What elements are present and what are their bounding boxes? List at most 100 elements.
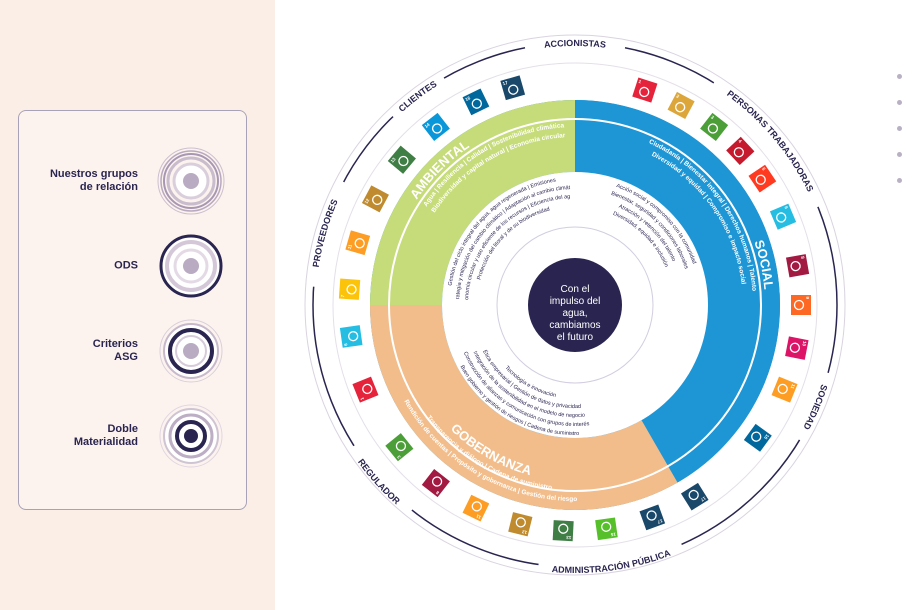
pagination-dots bbox=[897, 74, 902, 204]
svg-text:8: 8 bbox=[800, 256, 805, 260]
stakeholder-label-bg bbox=[710, 77, 824, 210]
center-line-5: el futuro bbox=[557, 332, 594, 343]
svg-text:12: 12 bbox=[521, 529, 528, 535]
ods-9-icon: 9 bbox=[791, 295, 811, 315]
svg-text:8: 8 bbox=[435, 490, 440, 496]
svg-text:1: 1 bbox=[359, 396, 365, 401]
svg-text:6: 6 bbox=[783, 205, 789, 210]
page-dot[interactable] bbox=[897, 100, 902, 105]
sector-ambiental bbox=[370, 100, 575, 305]
legend-label-ods: ODS bbox=[114, 259, 138, 272]
ods-ring bbox=[332, 62, 818, 548]
ring-icon bbox=[159, 234, 223, 298]
svg-text:16: 16 bbox=[763, 433, 770, 440]
target-ring-icon bbox=[159, 404, 223, 468]
legend-item-asg: Criterios ASG bbox=[19, 311, 248, 391]
page-dot[interactable] bbox=[897, 74, 902, 79]
ods-6-icon: 6 bbox=[339, 325, 363, 348]
legend-item-grupos: Nuestros grupos de relación bbox=[19, 141, 248, 221]
svg-text:17: 17 bbox=[502, 80, 509, 86]
center-line-4: cambiamos bbox=[549, 320, 600, 331]
svg-text:11: 11 bbox=[475, 513, 482, 520]
svg-text:2: 2 bbox=[675, 94, 680, 100]
sector-gobernanza bbox=[370, 305, 678, 510]
ods-7-icon: 7 bbox=[338, 278, 361, 300]
ods-8-icon: 8 bbox=[785, 254, 810, 278]
center-ring bbox=[496, 226, 654, 384]
ods-17-icon: 17 bbox=[639, 504, 666, 531]
stakeholder-label-bg bbox=[537, 538, 685, 573]
ods-13-icon: 13 bbox=[387, 145, 416, 174]
svg-text:4: 4 bbox=[737, 139, 743, 145]
svg-text:6: 6 bbox=[343, 342, 348, 346]
ods-12-icon: 12 bbox=[508, 512, 533, 537]
concentric-rings-icon bbox=[157, 147, 225, 215]
svg-text:9: 9 bbox=[805, 297, 810, 300]
stakeholder-label-bg bbox=[523, 37, 627, 54]
svg-text:5: 5 bbox=[761, 167, 767, 172]
ods-11-icon: 11 bbox=[771, 376, 798, 403]
svg-text:10: 10 bbox=[801, 341, 807, 347]
ods-11-icon: 11 bbox=[345, 230, 371, 256]
stakeholder-accionistas: ACCIONISTAS bbox=[543, 38, 606, 50]
ods-icons: 1234568910111617171513121183167111213141… bbox=[338, 75, 811, 542]
center-circle bbox=[528, 258, 622, 352]
svg-text:1: 1 bbox=[638, 79, 642, 85]
svg-text:16: 16 bbox=[464, 95, 471, 102]
svg-text:12: 12 bbox=[364, 197, 371, 204]
svg-text:3: 3 bbox=[710, 115, 715, 121]
ods-10-icon: 10 bbox=[785, 336, 809, 360]
stakeholder-label-bg bbox=[794, 371, 834, 444]
svg-text:13: 13 bbox=[390, 156, 397, 163]
legend-item-ods: ODS bbox=[19, 226, 248, 306]
svg-text:7: 7 bbox=[340, 294, 345, 297]
ods-14-icon: 14 bbox=[421, 112, 450, 141]
legend-box: Nuestros grupos de relación ODS Criterio… bbox=[18, 110, 247, 510]
svg-text:11: 11 bbox=[347, 243, 353, 249]
ods-5-icon: 5 bbox=[748, 164, 777, 193]
ods-8-icon: 8 bbox=[421, 469, 450, 498]
svg-text:13: 13 bbox=[566, 535, 572, 540]
ods-2-icon: 2 bbox=[667, 91, 695, 119]
ods-16-icon: 16 bbox=[743, 423, 772, 452]
ods-11-icon: 11 bbox=[462, 494, 490, 522]
page-dot[interactable] bbox=[897, 126, 902, 131]
ods-3-icon: 3 bbox=[700, 112, 729, 141]
pillars-inner-divider bbox=[388, 118, 762, 492]
stakeholder-label-bg bbox=[307, 179, 349, 288]
ods-16-icon: 16 bbox=[462, 88, 490, 116]
center-line-1: Con el bbox=[561, 284, 590, 295]
outer-ring-thin bbox=[304, 34, 846, 576]
center-line-3: agua, bbox=[562, 308, 587, 319]
sector-social bbox=[575, 100, 780, 483]
svg-text:3: 3 bbox=[396, 454, 402, 459]
svg-text:17: 17 bbox=[656, 518, 663, 525]
page-dot[interactable] bbox=[897, 152, 902, 157]
ods-13-icon: 13 bbox=[552, 520, 574, 542]
svg-text:11: 11 bbox=[789, 383, 796, 390]
center-line-2: impulso del bbox=[550, 296, 601, 307]
ods-1-icon: 1 bbox=[632, 77, 658, 103]
ods-6-icon: 6 bbox=[769, 203, 797, 230]
svg-text:15: 15 bbox=[610, 532, 616, 538]
svg-text:17: 17 bbox=[699, 496, 706, 503]
ods-17-icon: 17 bbox=[680, 482, 709, 511]
ods-17-icon: 17 bbox=[500, 75, 526, 101]
stakeholder-label-bg bbox=[388, 72, 448, 121]
page-dot[interactable] bbox=[897, 178, 902, 183]
legend-label-materialidad: Doble Materialidad bbox=[73, 423, 138, 448]
legend-item-materialidad: Doble Materialidad bbox=[19, 396, 248, 476]
double-ring-icon bbox=[159, 319, 223, 383]
svg-text:14: 14 bbox=[424, 122, 431, 129]
ods-12-icon: 12 bbox=[361, 185, 389, 213]
legend-panel: Nuestros grupos de relación ODS Criterio… bbox=[0, 0, 275, 610]
ods-1-icon: 1 bbox=[352, 376, 379, 403]
ods-4-icon: 4 bbox=[726, 136, 755, 166]
stakeholder-label-bg bbox=[348, 442, 416, 515]
stakeholder-regulador: REGULADOR bbox=[356, 457, 402, 507]
legend-label-grupos: Nuestros grupos de relación bbox=[49, 168, 138, 193]
ods-15-icon: 15 bbox=[595, 517, 618, 541]
ods-3-icon: 3 bbox=[385, 433, 414, 462]
legend-label-asg: Criterios ASG bbox=[92, 338, 138, 363]
